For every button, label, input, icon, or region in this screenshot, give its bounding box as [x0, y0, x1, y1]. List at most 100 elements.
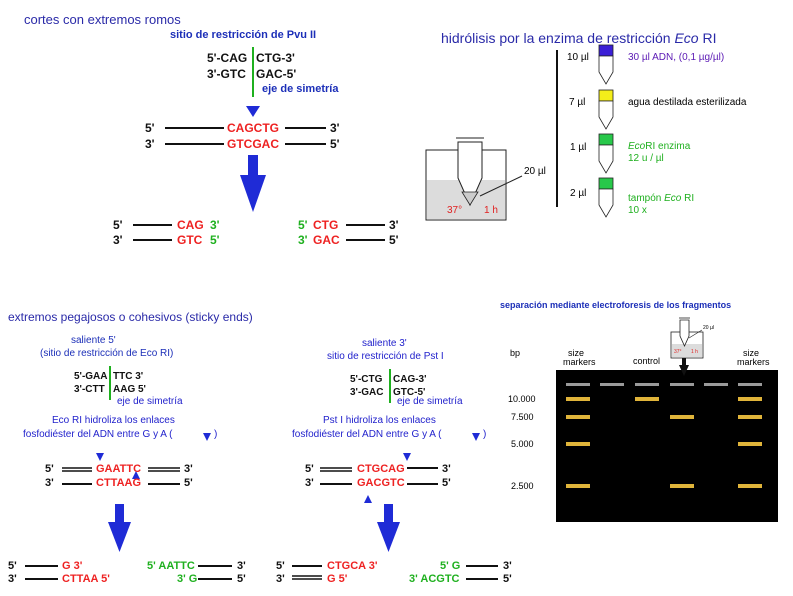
psti-seq-top-r: CAG-3': [393, 374, 427, 385]
end-label: 5': [184, 477, 193, 489]
psti-frag-right-top: 5' G: [440, 560, 461, 572]
end-label: 5': [276, 560, 285, 572]
psti-axis-label: eje de simetría: [397, 396, 463, 407]
frag-right-top-start: 5': [298, 218, 308, 232]
ecori-site-bot: CTTAAG: [96, 477, 142, 489]
bath-temperature: 37°: [447, 205, 463, 216]
step-water-text: agua destilada esterilizada: [628, 97, 747, 108]
end-label: 3': [389, 218, 399, 232]
frag-left-bot: GTC: [177, 233, 203, 247]
seq-top-left: 5'-CAG: [207, 51, 248, 65]
ecori-axis-label: eje de simetría: [117, 396, 183, 407]
site-top: CAGCTG: [227, 121, 279, 135]
ladder-label: 7.500: [511, 412, 534, 422]
hydrolysis-title-suffix: RI: [702, 30, 717, 46]
psti-seq-bot: 3'-GAC: [350, 387, 384, 398]
hydrolysis-title-text: hidrólisis por la enzima de restricción: [441, 30, 671, 46]
gel-col-markers: markers: [563, 357, 596, 367]
tube-dna: [598, 44, 614, 85]
symmetry-axis-label: eje de simetría: [262, 83, 339, 95]
tube-water: [598, 89, 614, 130]
psti-seq-top: 5'-CTG: [350, 374, 383, 385]
gel-tube-temp: 37°: [674, 349, 682, 355]
gel-title: separación mediante electroforesis de lo…: [500, 300, 732, 310]
end-label: 5': [503, 573, 512, 585]
tube-body: [457, 141, 483, 207]
tube-enzyme: [598, 133, 614, 174]
site-bot: GTCGAC: [227, 137, 279, 151]
end-label: 3': [184, 463, 193, 475]
psti-site: sitio de restricción de Pst I: [327, 351, 444, 362]
psti-seq-bot-r: GTC-5': [393, 387, 426, 398]
step-dna-text: 30 µl ADN, (0,1 µg/µl): [628, 52, 725, 63]
end-label: 3': [45, 477, 54, 489]
step-buffer-text: tampón Eco RI: [628, 194, 694, 204]
ladder-label: 2.500: [511, 481, 534, 491]
buffer-enzyme: Eco: [664, 193, 682, 204]
enzyme-name: Eco: [628, 141, 646, 152]
cut-marker: [403, 453, 411, 461]
psti-overhang: saliente 3': [362, 338, 407, 349]
ecori-frag-left-bot: CTTAA 5': [62, 573, 110, 585]
seq-top-right: CTG-3': [256, 51, 295, 65]
down-arrow-shaft: [248, 155, 258, 178]
ladder-label: 10.000: [508, 394, 536, 404]
end-label: 5': [45, 463, 54, 475]
tube-contents: [461, 191, 479, 206]
end-label: 3': [8, 573, 17, 585]
frag-right-bot-start: 3': [298, 233, 308, 247]
gel-col-size: size: [743, 348, 760, 358]
psti-desc-2-end: ): [483, 429, 487, 440]
ecori-seq-bot-r: AAG 5': [113, 384, 146, 395]
end-label: 5': [145, 121, 155, 135]
psti-site-top: CTGCAG: [357, 463, 405, 475]
frag-right-top: CTG: [313, 218, 339, 232]
tube-buffer: [598, 177, 614, 218]
end-label: 5': [389, 233, 399, 247]
end-label: 3': [330, 121, 340, 135]
end-label: 3': [305, 477, 314, 489]
enzyme-label: RI enzima: [645, 141, 691, 152]
ecori-frag-right-top: 5' AATTC: [147, 560, 195, 572]
panel-title-blunt: cortes con extremos romos: [24, 12, 181, 27]
end-label: 3': [113, 233, 123, 247]
end-label: 3': [276, 573, 285, 585]
down-arrow-head: [108, 522, 131, 552]
end-label: 3': [237, 560, 246, 572]
ecori-desc-1: Eco RI hidroliza los enlaces: [52, 415, 175, 426]
end-label: 3': [145, 137, 155, 151]
end-label: 3': [503, 560, 512, 572]
psti-frag-left-top: CTGCA 3': [327, 560, 378, 572]
gel-load-arrow: [679, 365, 689, 376]
end-label: 5': [113, 218, 123, 232]
gel-wells: [566, 383, 762, 386]
gel-col-control: control: [633, 356, 661, 366]
end-label: 5': [305, 463, 314, 475]
frag-left-top: CAG: [177, 218, 204, 232]
hydrolysis-title-enzyme: Eco: [674, 30, 699, 46]
total-volume-label: 20 µl: [524, 166, 546, 177]
psti-frag-left-bot: G 5': [327, 573, 348, 585]
gel-tube-volume: 20 µl: [703, 325, 714, 331]
ecori-seq-bot: 3'-CTT: [74, 384, 105, 395]
ladder-label: 5.000: [511, 439, 534, 449]
down-arrow-shaft: [115, 504, 124, 524]
panel-title-sticky: extremos pegajosos o cohesivos (sticky e…: [8, 310, 253, 324]
ecori-frag-left-top: G 3': [62, 560, 83, 572]
psti-frag-right-bot: 3' ACGTC: [409, 573, 460, 585]
gel-tube-time: 1 h: [691, 349, 698, 355]
legend-cut-marker: [472, 433, 480, 441]
cut-marker: [364, 495, 372, 503]
gel-col-markers: markers: [737, 357, 770, 367]
legend-cut-marker: [203, 433, 211, 441]
step-volume: 1 µl: [570, 142, 587, 153]
step-enzyme-units: 12 u / µl: [628, 153, 664, 164]
step-volume: 2 µl: [570, 188, 587, 199]
end-label: 5': [442, 477, 451, 489]
end-label: 5': [237, 573, 246, 585]
down-arrow-shaft: [384, 504, 393, 524]
seq-bot-left: 3'-GTC: [207, 67, 246, 81]
step-enzyme-text: EcoRI enzima: [628, 142, 690, 152]
ecori-desc-2: fosfodiéster del ADN entre G y A (: [23, 429, 173, 440]
